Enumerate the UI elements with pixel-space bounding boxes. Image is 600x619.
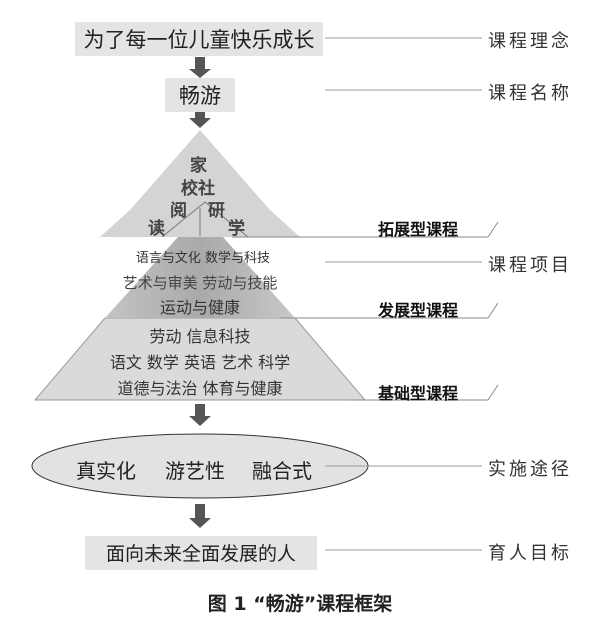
tier-line-top [232, 221, 499, 238]
arrow-down-icon [189, 404, 211, 426]
apex-char-read2: 读 [148, 219, 165, 239]
education-goal: 面向未来全面发展的人 [105, 543, 296, 565]
apex-char-home: 家 [190, 156, 207, 176]
arrow-down-icon [189, 57, 211, 78]
foundation-row-2: 语文 数学 英语 艺术 科学 [109, 353, 291, 372]
apex-char-read1: 阅 [170, 201, 187, 221]
tier-tag-bottom: 基础型课程 [378, 384, 459, 403]
pyramid-top-shading [100, 130, 300, 237]
label-curriculum-idea: 课程理念 [488, 31, 572, 52]
foundation-row-3: 道德与法治 体育与健康 [117, 379, 283, 398]
apex-char-school-community: 校社 [181, 179, 215, 199]
expansion-row-3: 运动与健康 [159, 298, 240, 317]
label-education-goal: 育人目标 [488, 543, 572, 564]
tier-line-bottom [350, 384, 499, 401]
foundation-row-1: 劳动 信息科技 [149, 327, 251, 346]
expansion-row-2: 艺术与审美 劳动与技能 [122, 274, 278, 292]
label-implementation-path: 实施途径 [488, 459, 572, 480]
arrow-down-icon [189, 106, 211, 128]
curriculum-name: 畅游 [179, 84, 221, 108]
goal-box [85, 536, 317, 570]
tier-tag-middle: 发展型课程 [378, 301, 459, 320]
tier-tag-top: 拓展型课程 [378, 220, 459, 239]
curriculum-idea-box [75, 22, 323, 56]
figure-caption: 图 1 “畅游”课程框架 [207, 593, 393, 615]
curriculum-name-box [165, 78, 235, 112]
label-curriculum-name: 课程名称 [488, 83, 572, 104]
arrow-down-icon [189, 504, 211, 528]
expansion-row-1: 语言与文化 数学与科技 [135, 251, 271, 266]
path-item-1: 真实化 [76, 459, 136, 483]
inner-peak-line [161, 201, 249, 238]
path-item-2: 游艺性 [165, 459, 225, 483]
pyramid-middle-tier [105, 237, 295, 318]
path-item-3: 融合式 [252, 459, 312, 483]
curriculum-idea: 为了每一位儿童快乐成长 [83, 28, 315, 52]
apex-char-study: 学 [228, 219, 245, 239]
label-curriculum-project: 课程项目 [488, 255, 572, 276]
apex-char-research: 研 [208, 201, 225, 221]
tier-line-middle [280, 302, 499, 319]
